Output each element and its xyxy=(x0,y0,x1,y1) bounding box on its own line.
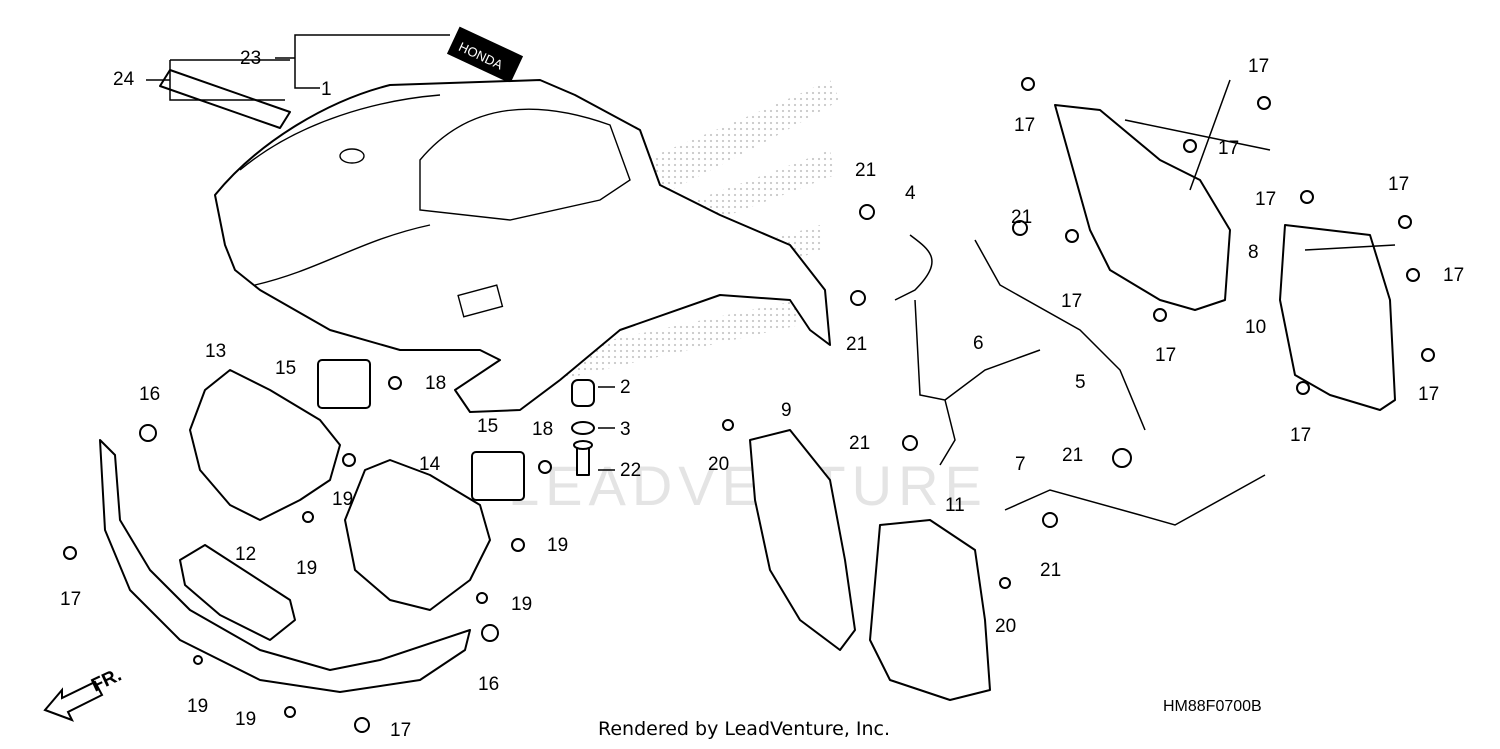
front-direction-arrow: FR. xyxy=(43,665,125,722)
lamp-cover-lower xyxy=(471,451,525,501)
callout-17e: 17 xyxy=(1218,138,1239,159)
callout-16a: 16 xyxy=(139,384,160,405)
callout-19f: 19 xyxy=(235,709,256,730)
harness-wire-6 xyxy=(914,299,1041,466)
callout-19d: 19 xyxy=(511,594,532,615)
callout-19c: 19 xyxy=(547,535,568,556)
callout-15b: 15 xyxy=(477,416,498,437)
callout-3: 3 xyxy=(620,419,631,440)
cable-5 xyxy=(974,239,1146,431)
lamp-cover-upper xyxy=(317,359,371,409)
callout-2: 2 xyxy=(620,377,631,398)
callout-21c: 21 xyxy=(846,334,867,355)
callout-21a: 21 xyxy=(855,160,876,181)
callout-17a: 17 xyxy=(60,589,81,610)
front-bumper-center xyxy=(179,544,296,641)
splash-guard-upper xyxy=(1054,104,1231,311)
callout-12: 12 xyxy=(235,544,256,565)
front-fender xyxy=(214,79,831,413)
callout-21e: 21 xyxy=(1062,445,1083,466)
callout-13: 13 xyxy=(205,341,226,362)
callout-16b: 16 xyxy=(478,674,499,695)
inner-panel-left xyxy=(749,429,856,651)
callout-17j: 17 xyxy=(1443,265,1464,286)
callout-21b: 21 xyxy=(1011,207,1032,228)
callout-21d: 21 xyxy=(849,433,870,454)
callout-24: 24 xyxy=(113,69,135,90)
callout-1: 1 xyxy=(321,79,332,100)
callout-11: 11 xyxy=(945,495,965,516)
callout-17i: 17 xyxy=(1388,174,1409,195)
callout-14: 14 xyxy=(419,454,441,475)
callout-17b: 17 xyxy=(390,720,411,741)
callout-17h: 17 xyxy=(1255,189,1276,210)
callout-6: 6 xyxy=(973,333,984,354)
callout-18b: 18 xyxy=(532,419,553,440)
diagram-code: HM88F0700B xyxy=(1163,698,1262,715)
leader-lines xyxy=(146,34,1396,471)
honda-emblem: HONDA xyxy=(446,26,524,84)
callout-8: 8 xyxy=(1248,242,1259,263)
callout-7: 7 xyxy=(1015,454,1026,475)
callout-17k: 17 xyxy=(1418,384,1439,405)
callout-17c: 17 xyxy=(1014,115,1035,136)
side-guard xyxy=(1279,224,1396,411)
callout-4: 4 xyxy=(905,183,916,204)
harness-wire-4 xyxy=(894,234,933,301)
callout-19a: 19 xyxy=(332,489,353,510)
callout-18a: 18 xyxy=(425,373,446,394)
callout-17g: 17 xyxy=(1155,345,1176,366)
callout-5: 5 xyxy=(1075,372,1086,393)
callout-21f: 21 xyxy=(1040,560,1061,581)
callout-19b: 19 xyxy=(296,558,317,579)
callout-23: 23 xyxy=(240,48,261,69)
callout-17d: 17 xyxy=(1248,56,1269,77)
callout-20b: 20 xyxy=(995,616,1016,637)
front-bumper-panel xyxy=(99,439,471,693)
callout-10: 10 xyxy=(1245,317,1266,338)
callout-17f: 17 xyxy=(1061,291,1082,312)
sticker-strip xyxy=(159,69,291,129)
callout-22: 22 xyxy=(620,460,641,481)
callout-20a: 20 xyxy=(708,454,729,475)
headlight-housing-right xyxy=(344,459,491,611)
headlight-housing-left xyxy=(189,369,341,521)
callout-17l: 17 xyxy=(1290,425,1311,446)
harness-wire-7 xyxy=(1004,474,1266,526)
callout-15a: 15 xyxy=(275,358,296,379)
callout-19e: 19 xyxy=(187,696,208,717)
inner-panel-right xyxy=(869,519,991,701)
footer-credit: Rendered by LeadVenture, Inc. xyxy=(598,718,891,740)
callout-9: 9 xyxy=(781,400,792,421)
grommet-bolt-stack xyxy=(571,379,595,476)
fasteners xyxy=(63,77,1435,733)
callout-labels: 1 2 3 4 5 6 7 8 9 10 11 12 13 14 15 15 1… xyxy=(60,48,1464,741)
